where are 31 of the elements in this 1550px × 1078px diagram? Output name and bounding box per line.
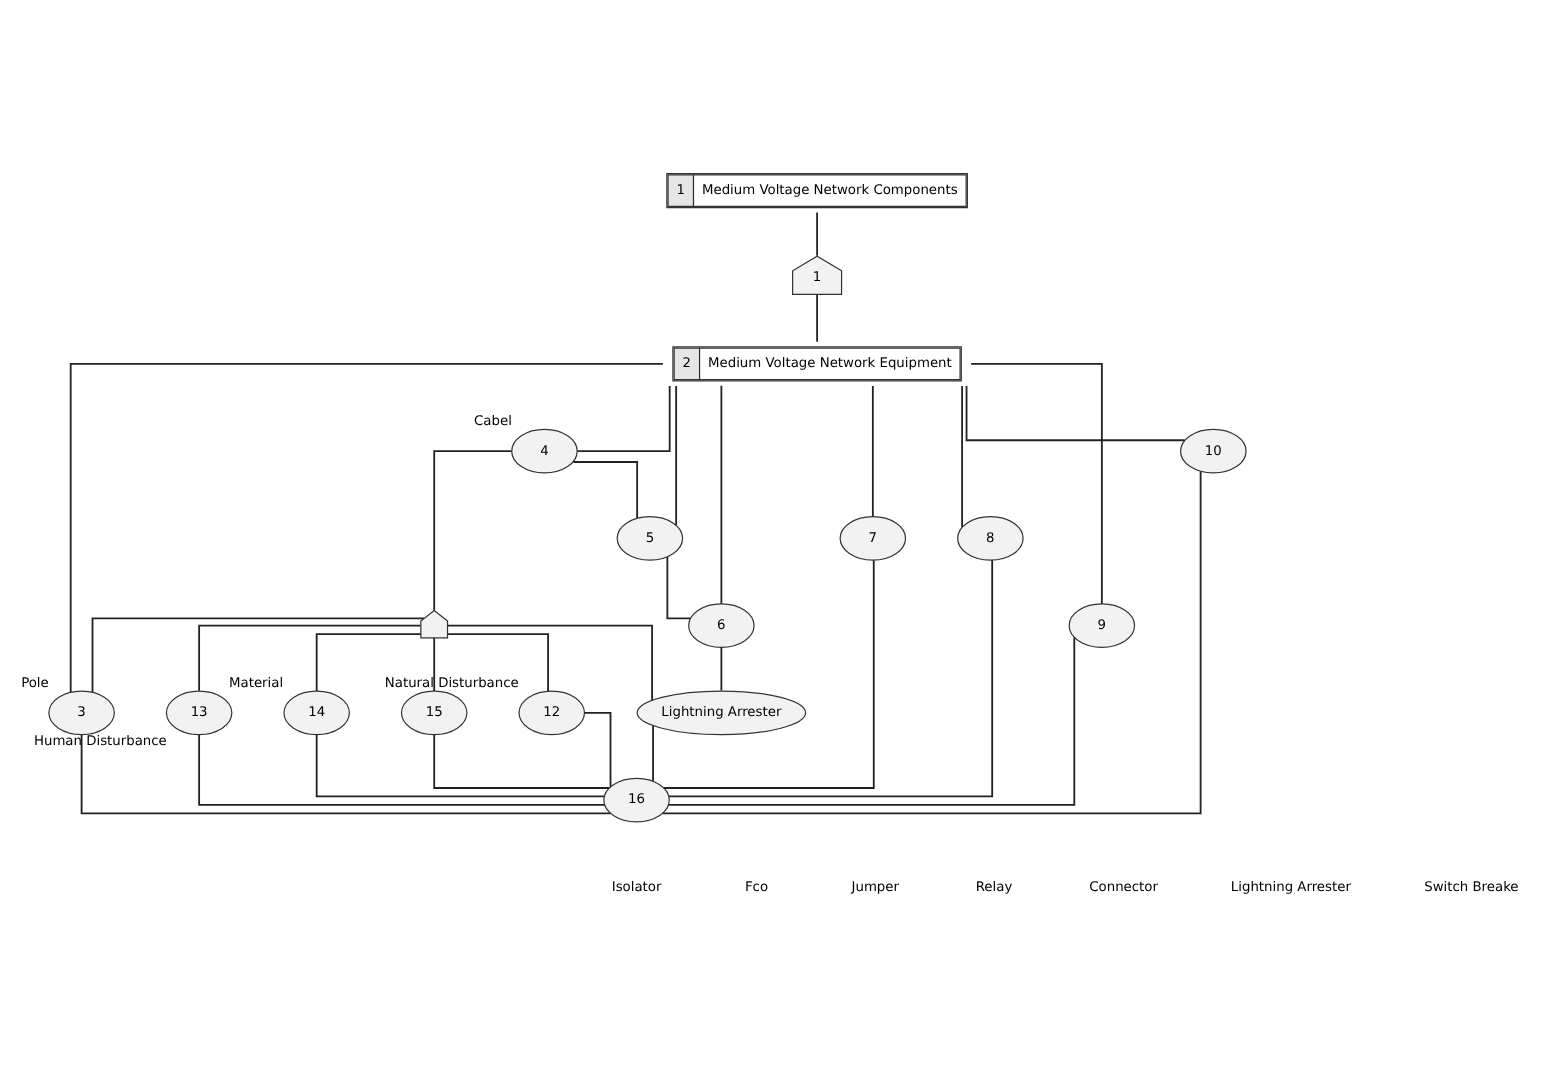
connector [961, 385, 963, 528]
connector [433, 450, 513, 612]
connector [871, 385, 874, 518]
connector [433, 734, 611, 789]
connector [816, 211, 818, 257]
connector [816, 293, 818, 343]
connector [970, 362, 1103, 605]
connector [652, 724, 654, 782]
connector [583, 711, 612, 788]
node-gate [420, 609, 449, 639]
connector [576, 385, 671, 453]
connector [720, 646, 723, 692]
connector [720, 384, 723, 605]
connector [572, 461, 639, 519]
connector [446, 624, 653, 702]
connector [675, 385, 678, 526]
connector [69, 362, 664, 693]
connector [668, 559, 994, 798]
connector [667, 636, 1076, 806]
connector [80, 733, 612, 815]
connector [661, 470, 1202, 815]
connector [446, 633, 549, 692]
connector [198, 624, 422, 692]
connector [433, 637, 436, 692]
connector [198, 733, 606, 806]
connector [666, 556, 692, 620]
connector [315, 633, 422, 692]
connector [965, 385, 1186, 442]
connector [91, 617, 425, 693]
connector [315, 733, 606, 798]
connector [662, 559, 875, 789]
